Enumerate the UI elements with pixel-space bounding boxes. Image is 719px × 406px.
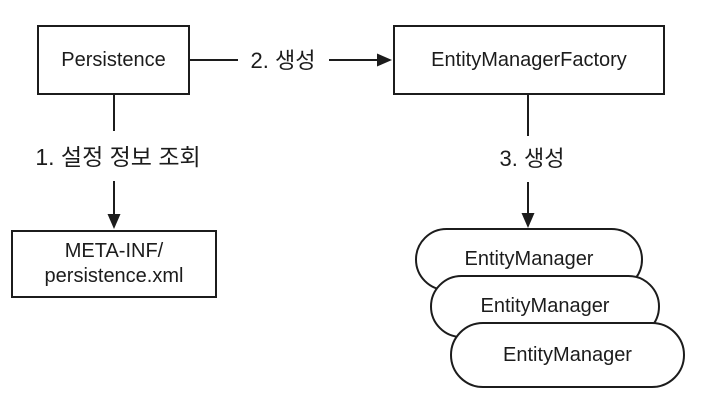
node-entity-manager-1-label: EntityManager (464, 248, 594, 270)
node-meta-inf-label-line2: persistence.xml (44, 265, 184, 287)
node-entity-manager-factory-label: EntityManagerFactory (431, 48, 627, 71)
node-meta-inf-persistence-xml: META-INF/ persistence.xml (11, 230, 217, 298)
node-entity-manager-3: EntityManager (450, 322, 685, 388)
node-entity-manager-2-label: EntityManager (480, 295, 610, 317)
node-entity-manager-factory: EntityManagerFactory (393, 25, 665, 95)
edge-label-step3: 3. 생성 (499, 141, 565, 173)
edge-label-step1: 1. 설정 정보 조회 (35, 138, 201, 172)
node-entity-manager-3-label: EntityManager (503, 343, 632, 366)
node-meta-inf-label-line1: META-INF/ (64, 240, 164, 262)
node-persistence: Persistence (37, 25, 190, 95)
arrowhead-down-right-icon (521, 213, 535, 228)
arrowhead-right-icon (377, 53, 392, 67)
node-meta-inf-label: META-INF/ persistence.xml (45, 239, 184, 289)
edge-label-step2: 2. 생성 (250, 43, 316, 75)
node-persistence-label: Persistence (61, 48, 166, 71)
arrowhead-down-left-icon (107, 214, 121, 229)
